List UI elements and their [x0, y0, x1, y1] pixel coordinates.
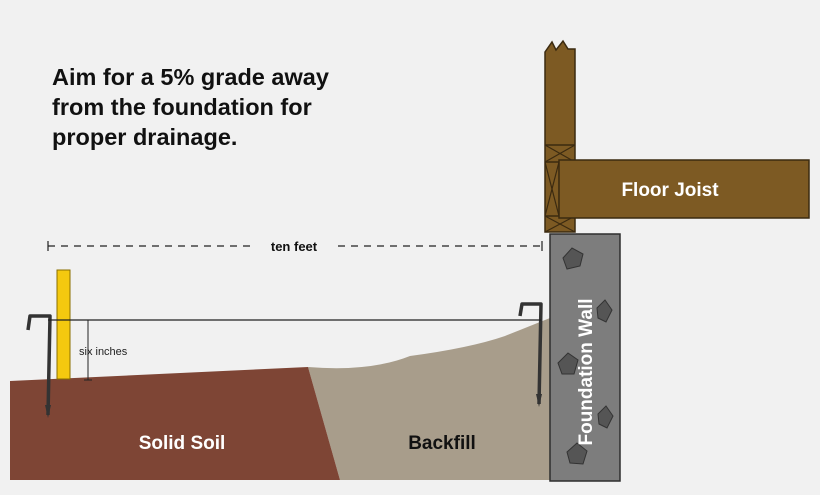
foundation-wall — [549, 233, 621, 482]
headline-line: proper drainage. — [52, 124, 238, 150]
distance-label: ten feet — [271, 239, 318, 254]
height-label: six inches — [79, 346, 128, 358]
backfill-region — [308, 318, 550, 480]
solid-soil-region — [10, 367, 340, 480]
rock-icon — [566, 442, 588, 465]
rock-icon — [596, 299, 613, 323]
rock-icon — [562, 247, 584, 270]
right-stake — [518, 302, 543, 405]
backfill-label: Backfill — [408, 433, 476, 454]
headline: Aim for a 5% grade away from the foundat… — [52, 62, 382, 152]
floor-joist-label: Floor Joist — [621, 180, 719, 201]
foundation-wall-label: Foundation Wall — [576, 298, 597, 445]
headline-line: Aim for a 5% grade away — [52, 64, 329, 90]
rock-icon — [597, 405, 614, 429]
floor-joist — [558, 159, 810, 219]
left-stake — [26, 314, 52, 416]
headline-line: from the foundation for — [52, 94, 312, 120]
measuring-stake — [56, 269, 71, 380]
solid-soil-label: Solid Soil — [139, 433, 226, 454]
rock-icon — [557, 352, 579, 375]
